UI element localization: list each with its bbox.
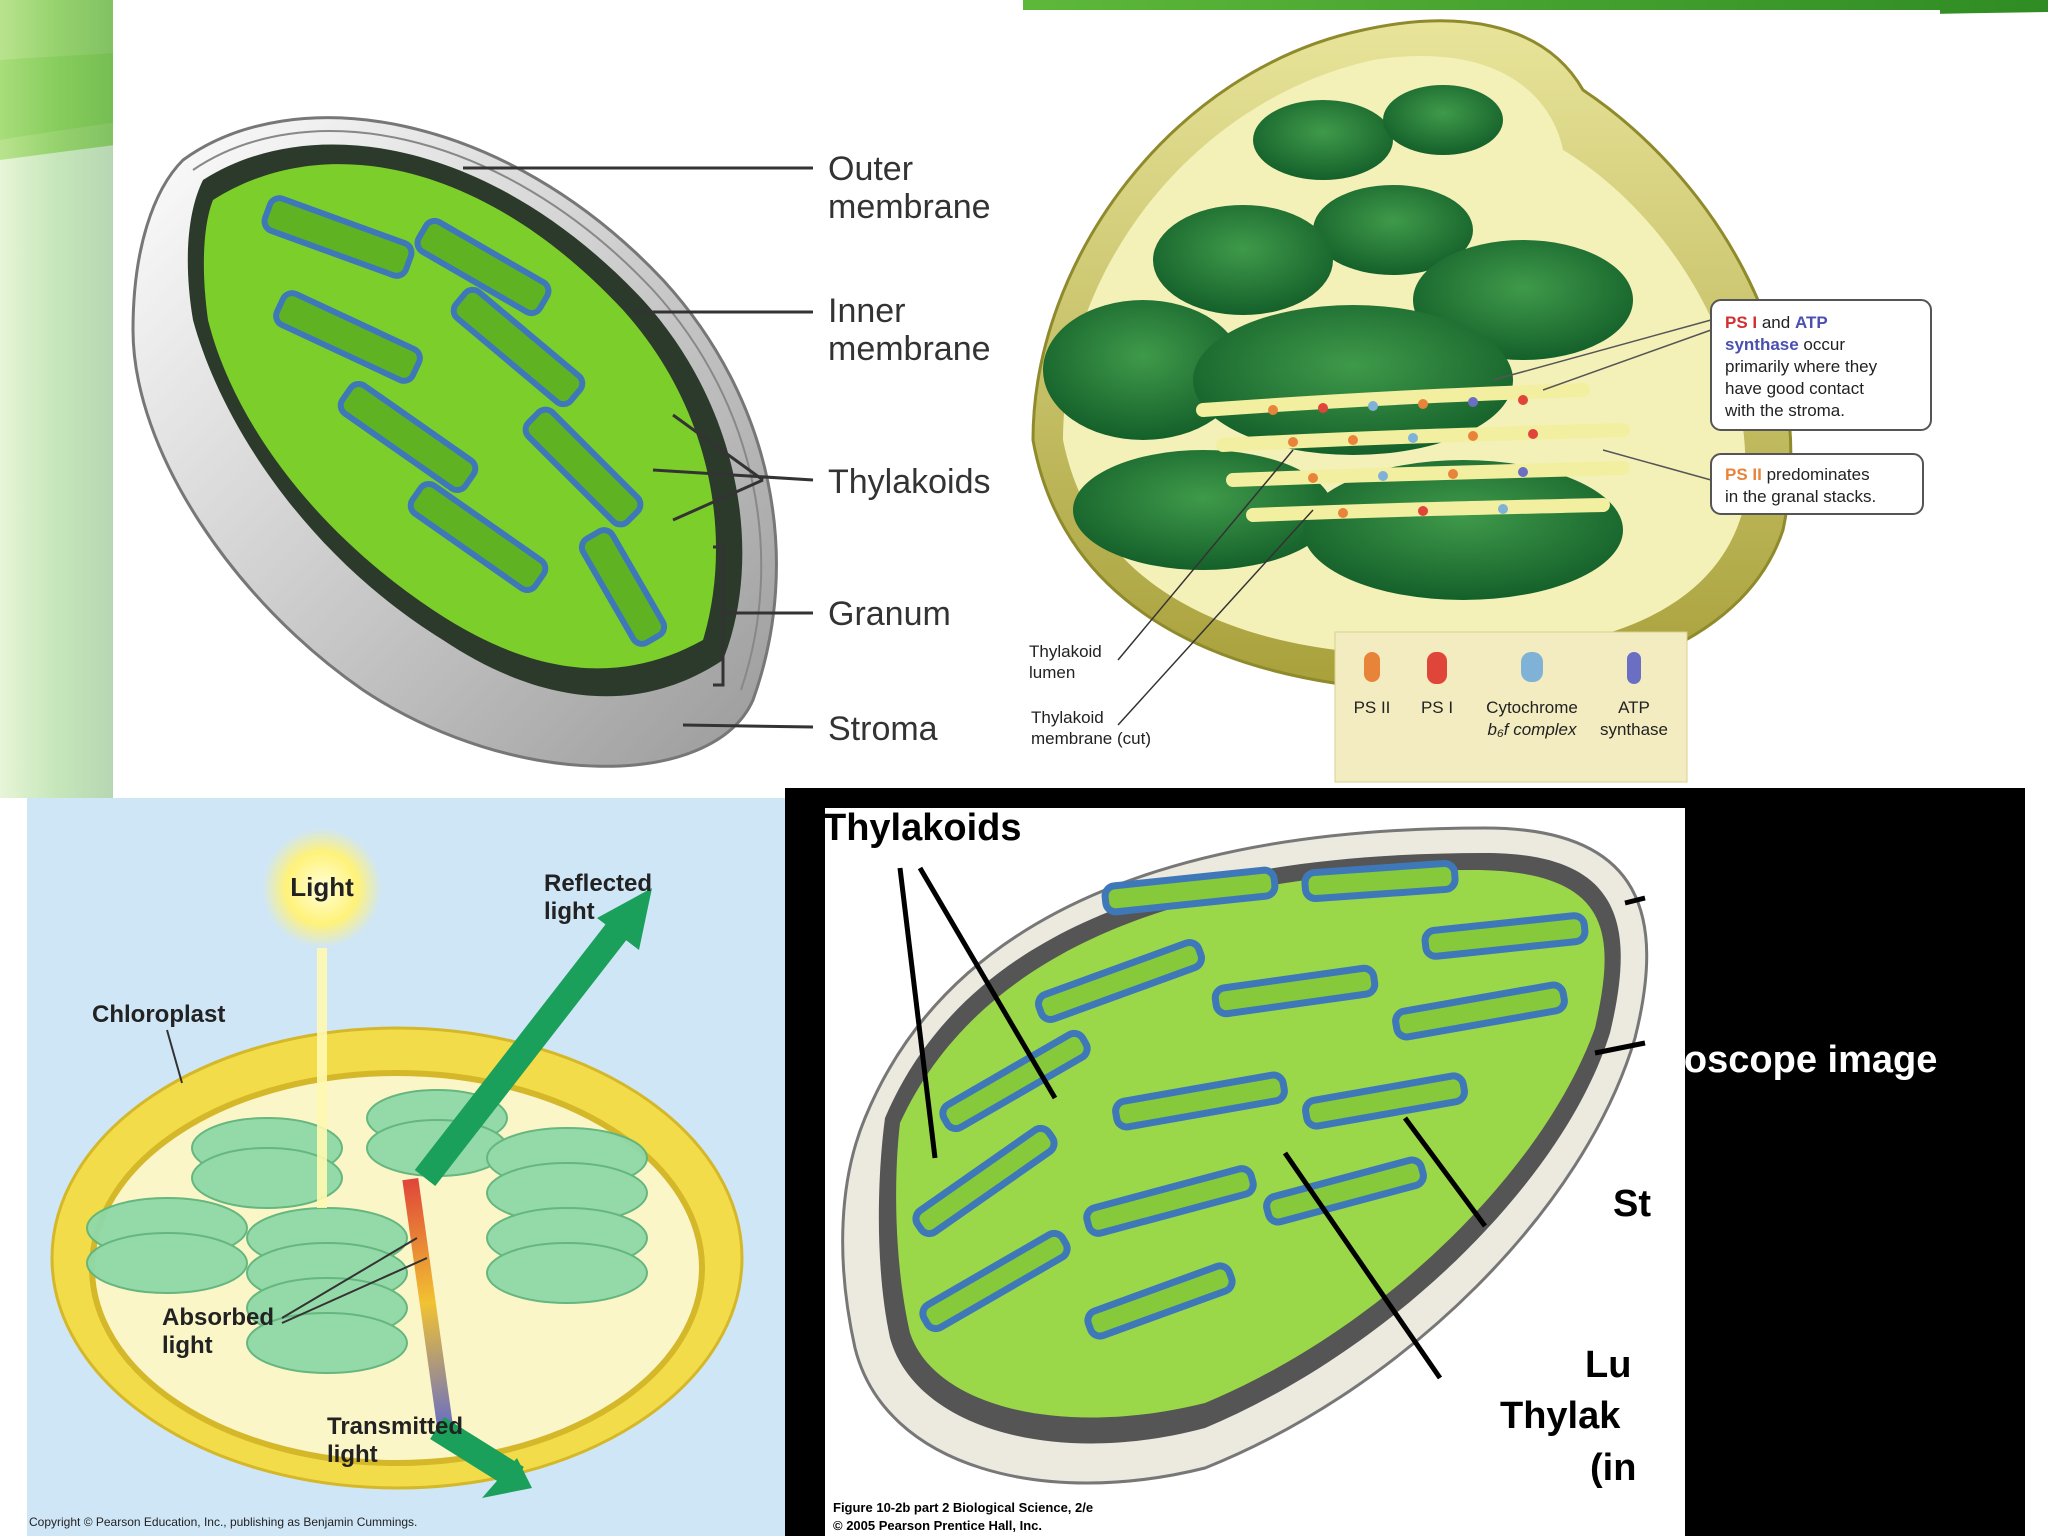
callout2-line2: in the granal stacks. <box>1725 487 1876 506</box>
ps1-icon <box>1427 652 1447 684</box>
callout1-line3: primarily where they <box>1725 357 1878 376</box>
thylakoid-partial-label: Thylak <box>1500 1395 1621 1437</box>
outer-membrane-label-2: membrane <box>828 188 991 226</box>
lumen-label-2: lumen <box>1029 663 1075 682</box>
inner-membrane-label-1: Inner <box>828 292 906 330</box>
svg-text:Cytochrome: Cytochrome <box>1486 698 1578 717</box>
thylakoid-lumen-diagram: Thylakoids croscope image St Lu Thylak (… <box>823 807 1937 1536</box>
protein-legend: PS II PS I Cytochrome b₆f complex ATP sy… <box>1334 631 1688 783</box>
transmitted-label-1: Transmitted <box>327 1413 463 1440</box>
synthase-text: synthase <box>1725 335 1799 354</box>
cytochrome-icon <box>1521 652 1543 682</box>
chloroplast-label: Chloroplast <box>92 1001 225 1028</box>
reflected-arrow-head <box>597 888 652 950</box>
legend-ps1: PS I <box>1421 652 1453 717</box>
figure-caption-2: © 2005 Pearson Prentice Hall, Inc. <box>833 1518 1042 1533</box>
light-absorption-panel: Light Reflected light Chloroplast Absorb… <box>27 798 785 1536</box>
callout1-line4: have good contact <box>1725 379 1864 398</box>
svg-text:PS II predominates: PS II predominates <box>1725 465 1870 484</box>
callout-ps1-atp: PS I and ATP synthase occur primarily wh… <box>1492 299 1932 431</box>
light-absorption-diagram: Light Reflected light Chloroplast Absorb… <box>29 828 744 1529</box>
stroma-label: Stroma <box>828 710 938 748</box>
reflected-label-2: light <box>544 898 595 925</box>
sun-icon <box>262 828 382 948</box>
svg-text:synthase occur: synthase occur <box>1725 335 1845 354</box>
svg-text:b₆f complex: b₆f complex <box>1487 720 1577 739</box>
thylakoids-label: Thylakoids <box>823 807 1022 849</box>
thylakoid-membrane-diagram: PS I and ATP synthase occur primarily wh… <box>1029 19 1932 783</box>
copyright-text: Copyright © Pearson Education, Inc., pub… <box>29 1515 417 1529</box>
legend-atp-synthase: ATP synthase <box>1600 652 1668 739</box>
chloroplast-structure-panel: Outer membrane Inner membrane Thylakoids… <box>113 0 1023 790</box>
occur-text: occur <box>1799 335 1846 354</box>
thylakoid-lumen-panel: Thylakoids croscope image St Lu Thylak (… <box>785 788 2025 1536</box>
membrane-label-1: Thylakoid <box>1031 708 1104 727</box>
absorbed-label-2: light <box>162 1332 213 1359</box>
microscope-image-label: croscope image <box>1648 1039 1937 1081</box>
and-text: and <box>1757 313 1795 332</box>
reflected-label-1: Reflected <box>544 870 652 897</box>
outer-membrane-label-1: Outer <box>828 150 913 188</box>
inner-membrane-label-2: membrane <box>828 330 991 368</box>
legend-cytochrome: Cytochrome b₆f complex <box>1486 652 1578 739</box>
figure-caption-1: Figure 10-2b part 2 Biological Science, … <box>833 1500 1093 1515</box>
thylakoids-label: Thylakoids <box>828 463 991 501</box>
ps2-icon <box>1364 652 1380 682</box>
legend-ps2: PS II <box>1354 652 1391 717</box>
light-label: Light <box>290 872 354 902</box>
stroma-partial-label: St <box>1613 1183 1651 1225</box>
predominates-text: predominates <box>1762 465 1870 484</box>
ps2-text: PS II <box>1725 465 1762 484</box>
transmitted-arrow-head <box>482 1458 532 1498</box>
svg-text:synthase: synthase <box>1600 720 1668 739</box>
inside-partial-label: (in <box>1590 1447 1636 1489</box>
svg-text:ATP: ATP <box>1618 698 1650 717</box>
svg-text:PS I: PS I <box>1421 698 1453 717</box>
photosystem-distribution-panel: PS I and ATP synthase occur primarily wh… <box>1023 10 1940 798</box>
callout1-line5: with the stroma. <box>1724 401 1845 420</box>
atp-text: ATP <box>1795 313 1828 332</box>
transmitted-label-2: light <box>327 1441 378 1468</box>
svg-text:PS II: PS II <box>1354 698 1391 717</box>
granum-label: Granum <box>828 595 951 633</box>
lumen-label-1: Thylakoid <box>1029 642 1102 661</box>
ps1-text: PS I <box>1725 313 1757 332</box>
lumen-partial-label: Lu <box>1585 1344 1631 1386</box>
atp-synthase-icon <box>1627 652 1641 684</box>
membrane-label-2: membrane (cut) <box>1031 729 1151 748</box>
svg-text:PS I and ATP: PS I and ATP <box>1725 313 1828 332</box>
callout-ps2: PS II predominates in the granal stacks. <box>1602 449 1924 515</box>
absorbed-label-1: Absorbed <box>162 1304 274 1331</box>
chloroplast-cutaway-diagram: Outer membrane Inner membrane Thylakoids… <box>131 116 991 768</box>
